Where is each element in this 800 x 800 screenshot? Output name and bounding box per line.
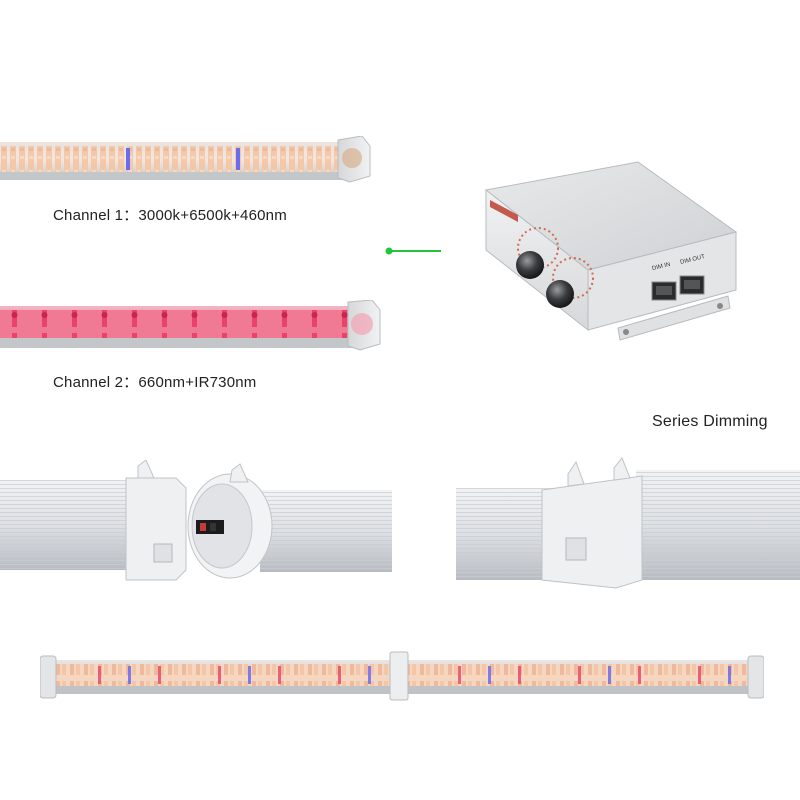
channel1-tube — [0, 136, 372, 186]
channel1-label: Channel 1：3000k+6500k+460nm — [53, 207, 287, 224]
tube-connection-open-closeup — [0, 460, 392, 585]
channel2-label: Channel 2：660nm+IR730nm — [53, 374, 257, 391]
connector-line — [385, 246, 441, 256]
series-dimming-label: Series Dimming — [652, 413, 768, 430]
dimmer-knob-2-icon — [546, 280, 574, 308]
channel2-tube — [0, 300, 382, 356]
tube-connection-joined-closeup — [456, 456, 800, 596]
dimmer-controller: DIM IN DIM OUT — [478, 160, 740, 350]
series-connected-tubes — [40, 650, 764, 702]
dimmer-knob-1-icon — [516, 251, 544, 279]
